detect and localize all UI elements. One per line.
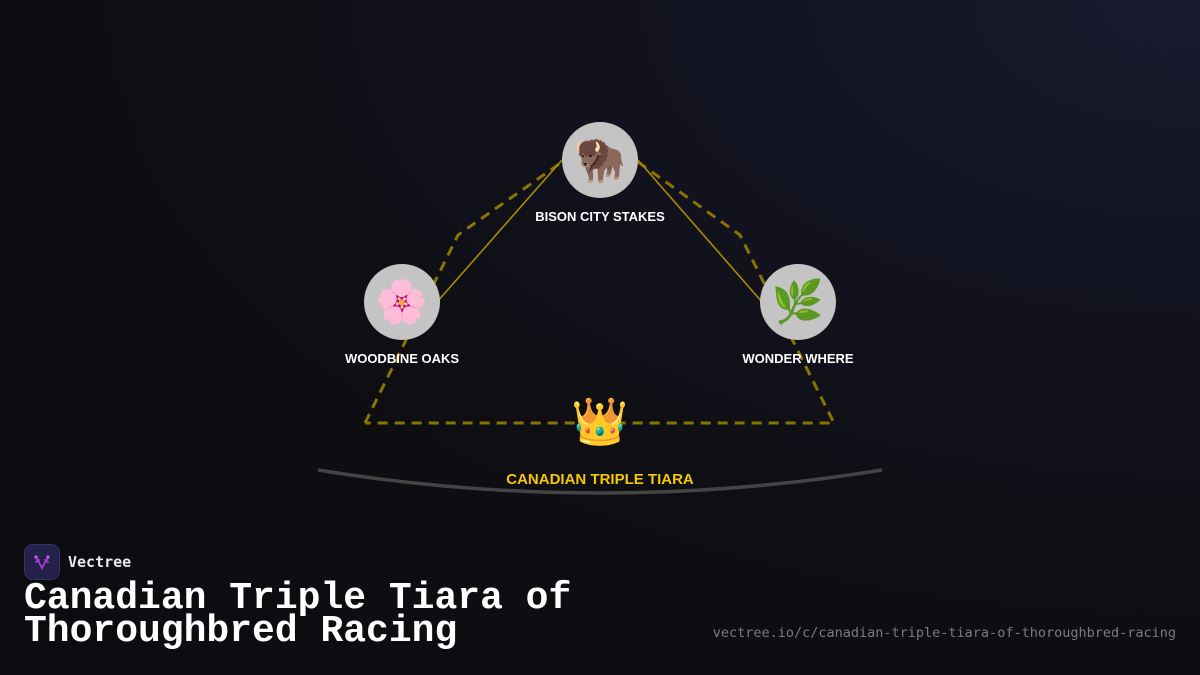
bison-icon: 🦬 [573,136,627,183]
center-label: CANADIAN TRIPLE TIARA [506,471,694,488]
node-label: WONDER WHERE [742,351,854,366]
page-url: vectree.io/c/canadian-triple-tiara-of-th… [712,625,1176,641]
title-line-1: Canadian Triple Tiara of [24,577,572,620]
node-label: BISON CITY STAKES [535,209,665,224]
crown-icon: 👑 [571,395,629,447]
cherry-blossom-icon: 🌸 [375,278,429,325]
node-label: WOODBINE OAKS [344,351,460,366]
page-title: Canadian Triple Tiara of Thoroughbred Ra… [24,580,571,651]
herb-icon: 🌿 [771,278,825,325]
connector-bison-wonder [637,159,763,303]
brand-name: Vectree [68,553,132,571]
brand: Vectree [24,544,131,580]
connector-bison-woodbine [436,159,563,303]
vectree-logo-icon [24,544,60,580]
title-line-2: Thoroughbred Racing [24,610,458,653]
base-arc [317,468,883,495]
node-woodbine-oaks: 🌸 [364,264,440,340]
node-wonder-where: 🌿 [760,264,836,340]
node-bison-city-stakes: 🦬 [562,122,638,198]
